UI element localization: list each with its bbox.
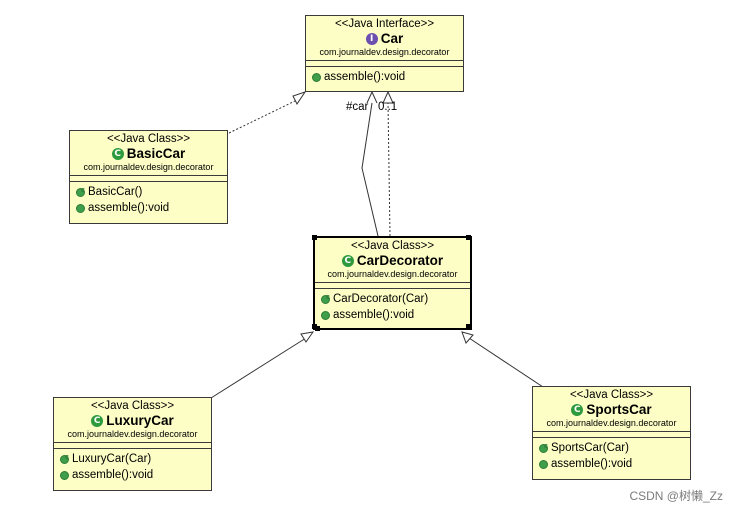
stereotype-label: <<Java Class>> [90,400,175,412]
stereotype-label: <<Java Class>> [569,389,654,401]
constructor-icon: c [539,443,548,453]
luxurycar-generalization-line [210,337,307,399]
constructor-icon: c [321,294,330,304]
method-row[interactable]: assemble():void [539,456,686,472]
method-label: assemble():void [88,202,170,214]
constructor-icon: c [76,187,85,197]
compartment-divider [70,175,227,182]
generalization-arrowhead [300,331,315,343]
stereotype-label: <<Java Class>> [350,240,435,252]
class-box-car[interactable]: <<Java Interface>> I Car com.journaldev.… [305,15,464,92]
generalization-arrowhead [461,331,474,344]
class-box-luxurycar[interactable]: <<Java Class>> C LuxuryCar com.journalde… [53,397,212,491]
package-label: com.journaldev.design.decorator [546,418,677,428]
public-method-icon [60,470,69,480]
method-label: SportsCar(Car) [551,442,629,454]
class-name: CarDecorator [356,253,444,268]
method-row[interactable]: assemble():void [312,69,459,85]
class-box-cardecorator[interactable]: <<Java Class>> C CarDecorator com.journa… [312,235,472,331]
method-row[interactable]: assemble():void [60,467,207,483]
realization-arrowhead [292,91,307,105]
watermark: CSDN @树懒_Zz [629,489,723,503]
method-label: LuxuryCar(Car) [72,453,152,465]
package-label: com.journaldev.design.decorator [67,429,198,439]
class-name: BasicCar [126,146,186,161]
method-label: assemble():void [324,71,406,83]
constructor-row[interactable]: c SportsCar(Car) [539,440,686,456]
class-box-sportscar[interactable]: <<Java Class>> C SportsCar com.journalde… [532,386,691,480]
car-association-line [361,102,379,237]
compartment-divider [306,60,463,67]
package-label: com.journaldev.design.decorator [327,269,458,279]
stereotype-label: <<Java Class>> [106,133,191,145]
method-label: CarDecorator(Car) [333,293,429,305]
method-label: assemble():void [333,309,415,321]
method-row[interactable]: assemble():void [321,307,466,323]
constructor-row[interactable]: c BasicCar() [76,184,223,200]
association-role-label: #car [346,101,369,113]
cardecorator-realization-line [387,102,391,237]
class-box-basiccar[interactable]: <<Java Class>> C BasicCar com.journaldev… [69,130,228,224]
sportscar-generalization-line [468,337,544,388]
public-method-icon [76,203,85,213]
stereotype-label: <<Java Interface>> [334,18,435,30]
public-method-icon [539,459,548,469]
class-icon: C [91,415,104,427]
public-method-icon [312,72,321,82]
compartment-divider [54,442,211,449]
association-arrowhead [366,90,378,104]
compartment-divider [315,282,470,289]
interface-icon: I [365,33,378,45]
constructor-row[interactable]: c CarDecorator(Car) [321,291,466,307]
association-multiplicity-label: 0..1 [378,101,398,113]
public-method-icon [321,310,330,320]
method-label: BasicCar() [88,186,143,198]
package-label: com.journaldev.design.decorator [319,47,450,57]
package-label: com.journaldev.design.decorator [83,162,214,172]
compartment-divider [533,431,690,438]
method-label: assemble():void [551,458,633,470]
class-icon: C [571,404,584,416]
class-icon: C [341,255,354,267]
method-row[interactable]: assemble():void [76,200,223,216]
class-name: Car [380,31,404,46]
class-icon: C [111,148,124,160]
constructor-row[interactable]: c LuxuryCar(Car) [60,451,207,467]
constructor-icon: c [60,454,69,464]
realization-arrowhead [382,90,394,104]
basiccar-realization-line [228,99,298,134]
class-name: LuxuryCar [106,413,174,428]
class-name: SportsCar [586,402,652,417]
method-label: assemble():void [72,469,154,481]
